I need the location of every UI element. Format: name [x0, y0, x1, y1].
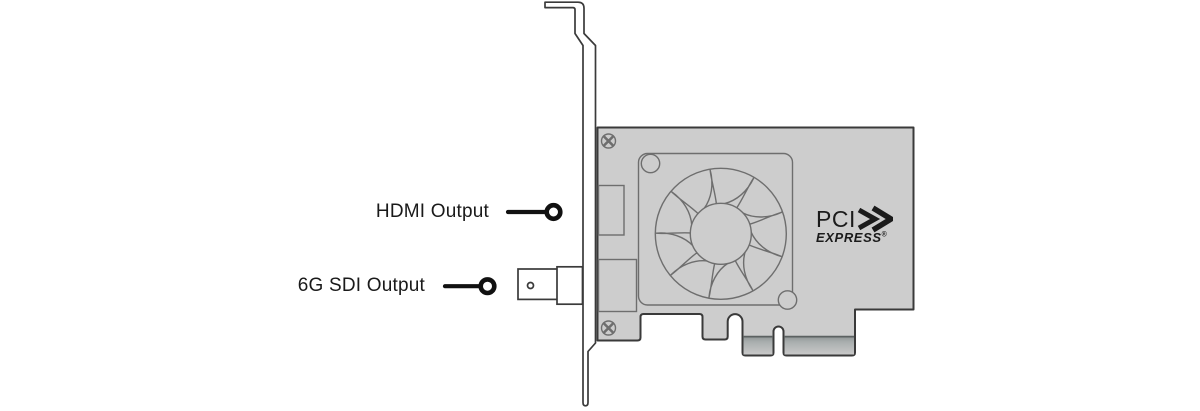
pci-logo-text: PCI — [816, 206, 856, 232]
sdi-callout-ring — [478, 277, 497, 296]
hdmi-callout-ring — [544, 202, 563, 222]
hdmi-output-label: HDMI Output — [375, 201, 489, 222]
express-logo-text: EXPRESS® — [816, 230, 888, 245]
slot-bracket — [544, 1, 597, 407]
pci-express-logo: PCI EXPRESS® — [816, 205, 893, 245]
fan-shroud — [637, 152, 794, 306]
registered-mark: ® — [881, 231, 888, 239]
pcie-edge-connector — [743, 335, 854, 355]
fan-mount-hole-top — [640, 153, 661, 174]
bnc-center-pin — [526, 281, 535, 290]
bnc-sdi-connector — [517, 265, 584, 306]
sdi-connector-housing — [597, 258, 638, 313]
fan-hub — [689, 202, 752, 266]
screw-top-icon — [600, 133, 617, 149]
cooling-fan — [637, 152, 798, 310]
sdi-callout — [442, 277, 497, 296]
pcie-arrow-icon — [857, 205, 893, 233]
fan-mount-hole-bottom — [777, 290, 798, 310]
hdmi-callout — [505, 202, 563, 222]
bnc-flange — [556, 265, 584, 306]
bnc-barrel — [517, 268, 559, 301]
fan-blades — [655, 169, 783, 298]
sdi-output-label: 6G SDI Output — [297, 275, 425, 296]
screw-bottom-icon — [600, 320, 617, 336]
fan-ring — [654, 167, 787, 301]
hdmi-connector-housing — [597, 184, 625, 236]
